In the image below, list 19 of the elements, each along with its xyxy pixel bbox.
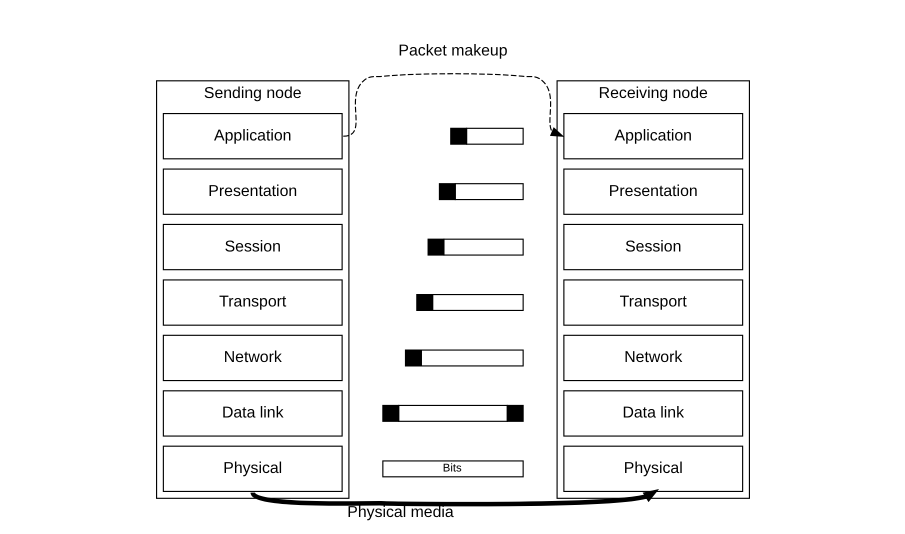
node-box: Physical xyxy=(162,446,342,492)
node-box: Data link xyxy=(162,390,342,437)
arrow xyxy=(342,73,564,137)
node-box: Transport xyxy=(562,279,743,326)
node-box: Presentation xyxy=(562,168,743,215)
node-box: Session xyxy=(162,224,342,270)
node-box: Network xyxy=(562,334,743,382)
node-box: Application xyxy=(562,113,743,160)
node-box: Application xyxy=(162,113,342,160)
node-box: Data link xyxy=(562,390,743,437)
arrow xyxy=(250,489,659,506)
node-box: Network xyxy=(162,334,342,382)
label: Packet makeup xyxy=(398,42,508,60)
node-box: Presentation xyxy=(162,168,342,215)
node-box: Physical xyxy=(562,446,743,492)
edge-label: Physical media xyxy=(346,504,454,521)
node-box: Bits xyxy=(382,460,524,478)
node-box: Transport xyxy=(162,279,342,326)
node-box: Session xyxy=(562,224,743,270)
